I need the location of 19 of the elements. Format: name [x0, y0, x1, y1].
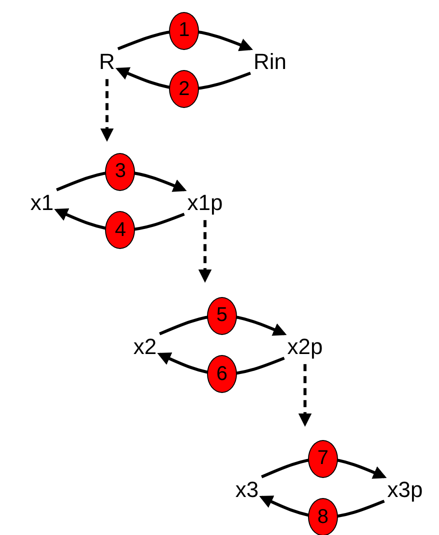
arrow — [198, 220, 212, 283]
species-label: x1 — [27, 188, 57, 218]
species-label: x1p — [184, 188, 226, 218]
reaction-number: 3 — [105, 152, 136, 191]
arrow — [298, 364, 312, 427]
species-label: x2 — [130, 332, 160, 362]
species-label: x2p — [284, 332, 326, 362]
reaction-number: 4 — [105, 211, 136, 250]
reaction-number: 5 — [206, 296, 237, 335]
arrow — [100, 79, 114, 142]
species-label: R — [96, 46, 118, 78]
reaction-number: 7 — [308, 440, 338, 478]
reaction-number: 6 — [206, 355, 237, 394]
species-label: Rin — [250, 46, 290, 78]
reaction-number: 2 — [169, 70, 200, 108]
reaction-number: 1 — [169, 12, 200, 50]
reaction-number: 8 — [308, 498, 338, 535]
species-label: x3p — [384, 474, 426, 506]
species-label: x3 — [232, 474, 262, 506]
